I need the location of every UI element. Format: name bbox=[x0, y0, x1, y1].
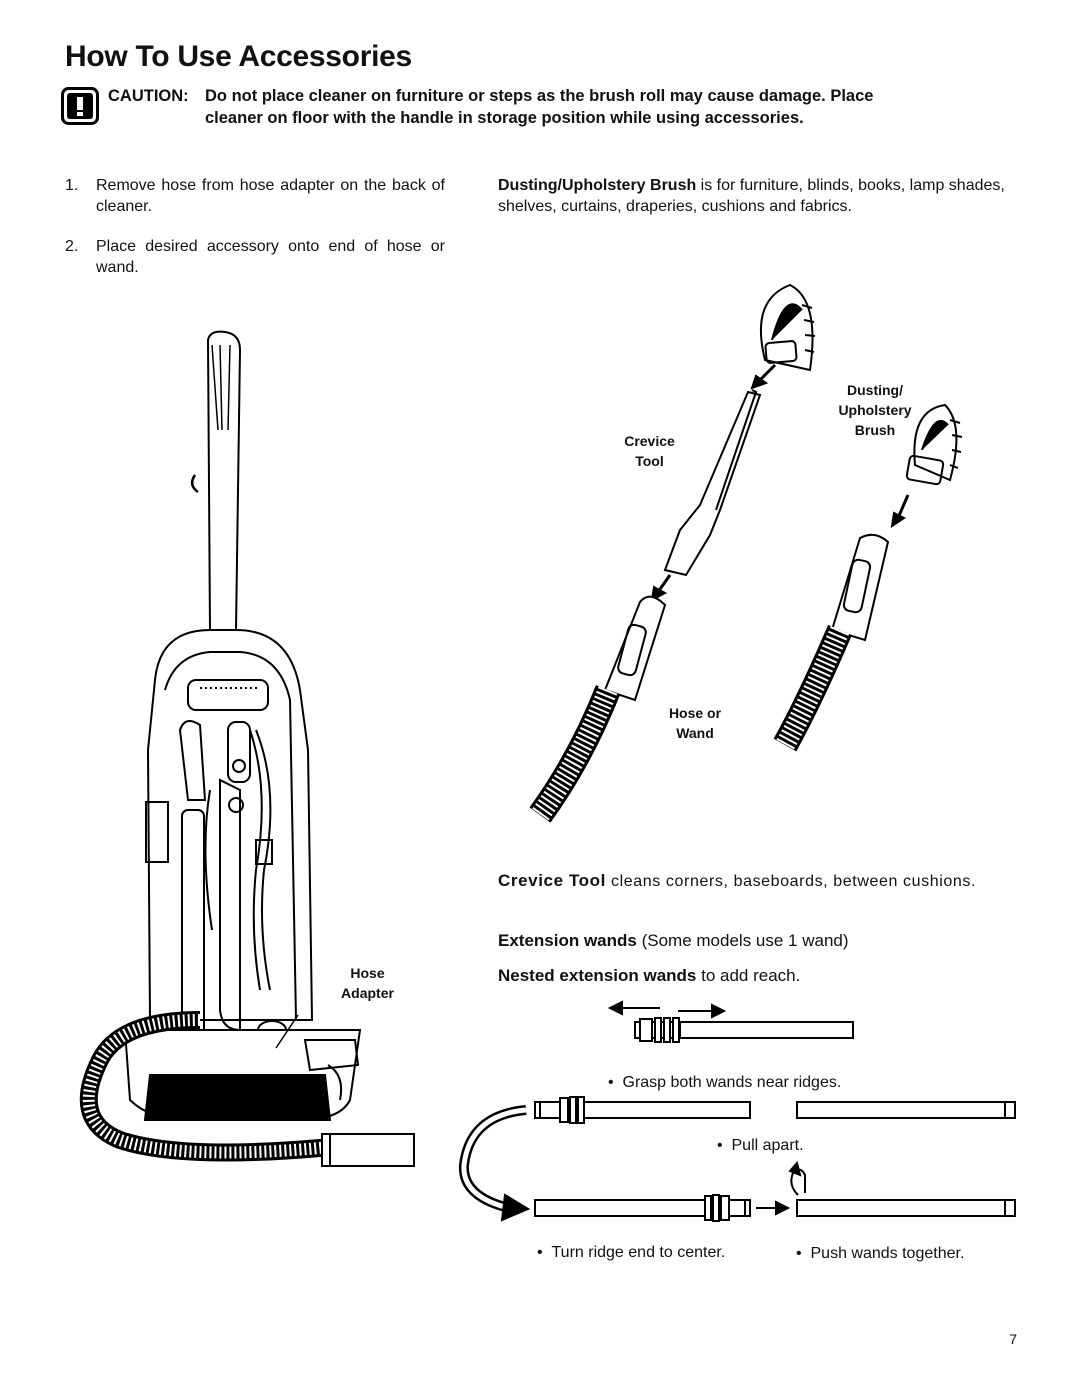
step-item: 2. Place desired accessory onto end of ho… bbox=[65, 236, 445, 278]
caution-icon bbox=[61, 87, 99, 125]
extension-wands-text: (Some models use 1 wand) bbox=[636, 931, 849, 950]
dusting-brush-text: is for furniture, blinds, books, lamp sh… bbox=[498, 177, 1005, 215]
nested-wands-heading: Nested extension wands to add reach. bbox=[498, 965, 1018, 986]
bullet-push: • Push wands together. bbox=[796, 1245, 965, 1262]
hose-adapter-label: Hose Adapter bbox=[341, 965, 394, 1001]
dusting-brush-label: Dusting/ Upholstery Brush bbox=[838, 382, 912, 438]
caution-notice: CAUTION: Do not place cleaner on furnitur… bbox=[108, 85, 1018, 129]
accessories-illustration bbox=[529, 283, 963, 823]
step-number: 2. bbox=[65, 238, 79, 255]
bullet-grasp: • Grasp both wands near ridges. bbox=[608, 1074, 842, 1091]
nested-wands-name: Nested extension wands bbox=[498, 966, 697, 985]
extension-wands-heading: Extension wands (Some models use 1 wand) bbox=[498, 930, 1018, 951]
caution-line-1: Do not place cleaner on furniture or ste… bbox=[205, 87, 874, 105]
step-number: 1. bbox=[65, 177, 79, 194]
step-text: Remove hose from hose adapter on the bac… bbox=[96, 177, 445, 215]
wand-diagrams bbox=[458, 1000, 1016, 1222]
extension-wands-name: Extension wands bbox=[498, 931, 637, 950]
crevice-tool-text: cleans corners, baseboards, between cush… bbox=[605, 873, 977, 890]
crevice-tool-name: Crevice Tool bbox=[498, 871, 606, 890]
bullet-turn: • Turn ridge end to center. bbox=[537, 1244, 726, 1261]
dusting-brush-description: Dusting/Upholstery Brush is for furnitur… bbox=[498, 175, 1018, 217]
steps-list: 1. Remove hose from hose adapter on the b… bbox=[65, 175, 445, 297]
caution-label: CAUTION: bbox=[108, 87, 189, 105]
vacuum-cleaner-illustration bbox=[79, 330, 415, 1167]
caution-line-2: cleaner on floor with the handle in stor… bbox=[205, 109, 804, 127]
crevice-tool-description: Crevice Tool cleans corners, baseboards,… bbox=[498, 870, 1018, 892]
page-title: How To Use Accessories bbox=[65, 40, 412, 73]
bullet-pull: • Pull apart. bbox=[717, 1137, 804, 1154]
crevice-tool-label: Crevice Tool bbox=[624, 433, 675, 469]
hose-or-wand-label: Hose or Wand bbox=[668, 705, 722, 741]
step-text: Place desired accessory onto end of hose… bbox=[96, 238, 445, 276]
nested-wands-text: to add reach. bbox=[696, 966, 801, 985]
dusting-brush-name: Dusting/Upholstery Brush bbox=[498, 177, 697, 194]
page-number: 7 bbox=[1009, 1331, 1017, 1347]
step-item: 1. Remove hose from hose adapter on the b… bbox=[65, 175, 445, 217]
